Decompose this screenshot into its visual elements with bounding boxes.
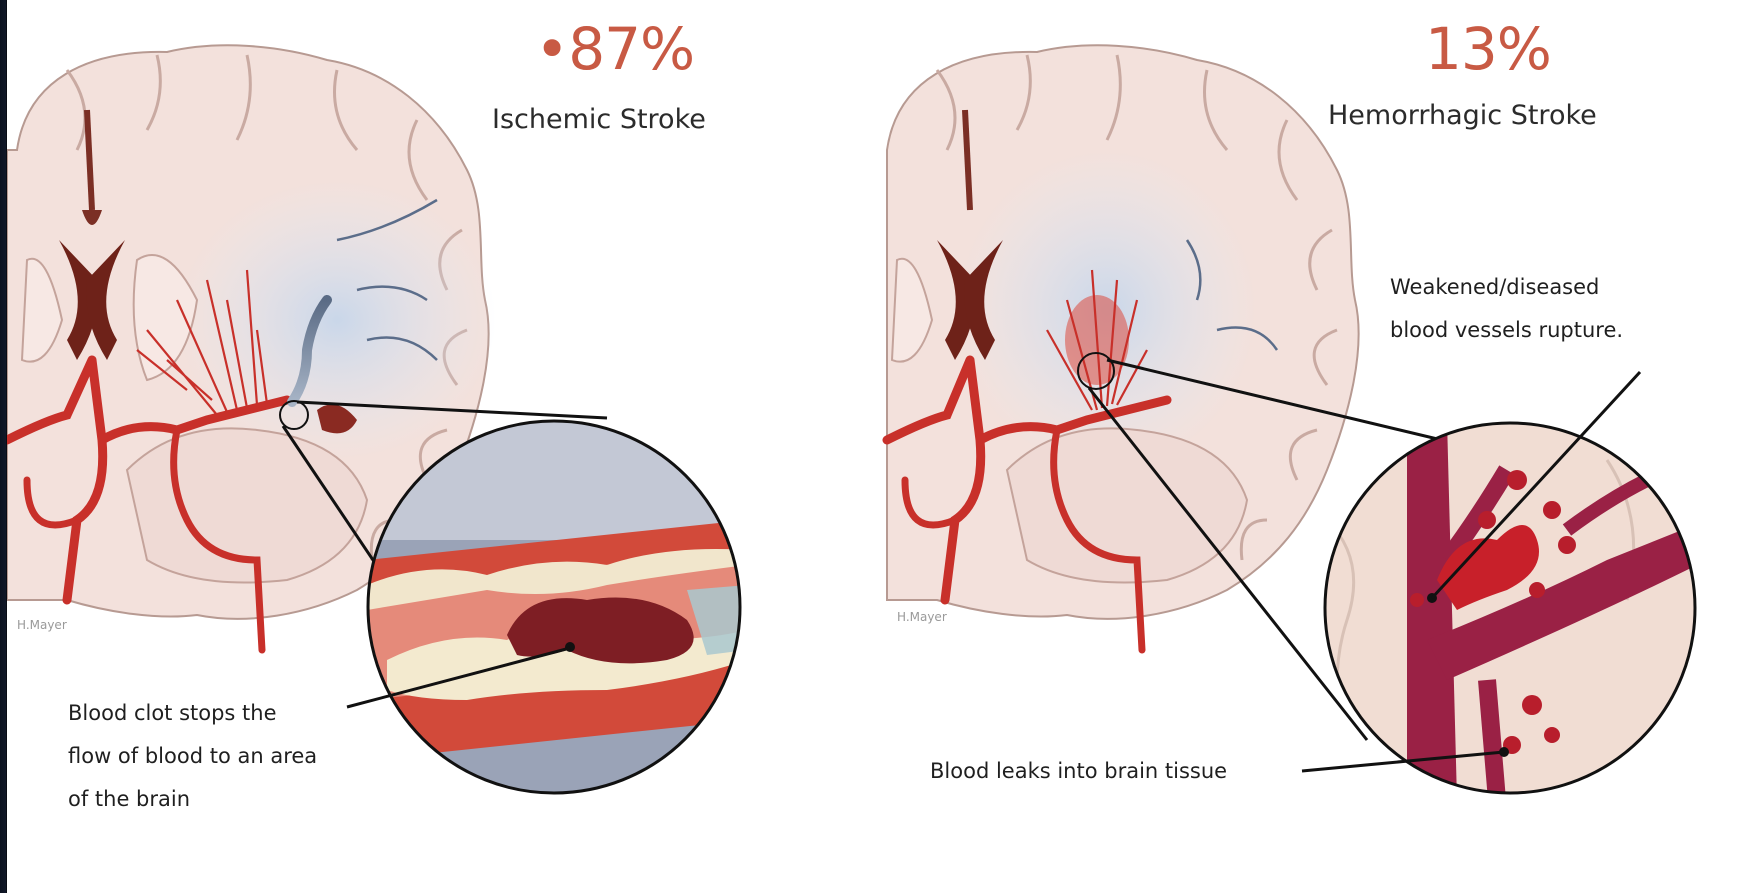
leak-caption: Blood leaks into brain tissue [930, 750, 1227, 793]
ischemic-caption: Blood clot stops the flow of blood to an… [68, 692, 317, 821]
left-artist-credit: H.Mayer [17, 618, 67, 632]
right-zoom-rupture [1317, 420, 1707, 800]
hemorrhagic-title: Hemorrhagic Stroke [1328, 102, 1597, 129]
ischemic-caption-line-3: of the brain [68, 778, 317, 821]
rupture-caption: Weakened/diseased blood vessels rupture. [1390, 266, 1623, 352]
ischemic-percent: •87% [535, 20, 694, 78]
rupture-caption-line-2: blood vessels rupture. [1390, 309, 1623, 352]
ischemic-caption-line-1: Blood clot stops the [68, 692, 317, 735]
right-artist-credit: H.Mayer [897, 610, 947, 624]
hemorrhagic-percent: 13% [1425, 20, 1551, 78]
ischemic-title: Ischemic Stroke [492, 106, 706, 133]
ischemic-caption-line-2: flow of blood to an area [68, 735, 317, 778]
illustration-panel: •87% Ischemic Stroke H.Mayer Blood clot … [7, 0, 1748, 893]
left-zoom-clot [367, 420, 747, 800]
rupture-caption-line-1: Weakened/diseased [1390, 266, 1623, 309]
